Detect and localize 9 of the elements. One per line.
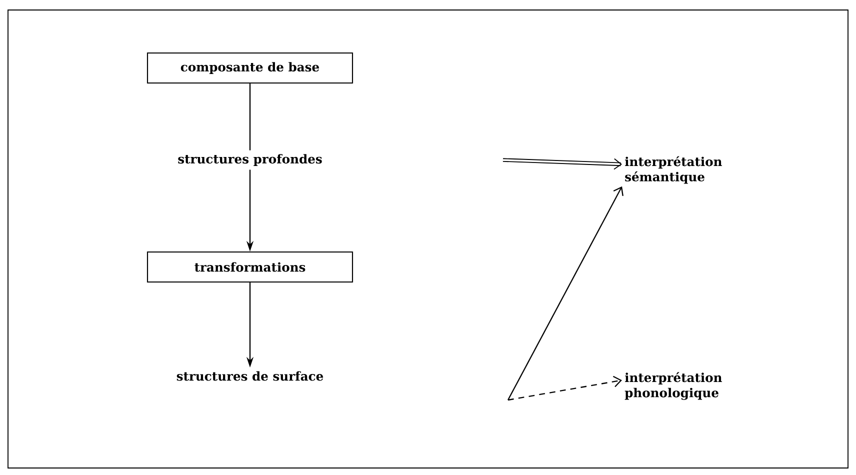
output-label: interprétation sémantique — [625, 156, 722, 184]
structure-label: structures profondes — [174, 150, 326, 170]
structure-label: structures de surface — [172, 368, 328, 384]
output-label: interprétation phonologique — [624, 372, 722, 400]
process-box: transformations — [146, 251, 354, 283]
arrow — [507, 186, 624, 400]
process-box: composante de base — [146, 52, 354, 84]
arrow — [502, 158, 622, 170]
arrow — [508, 376, 622, 401]
